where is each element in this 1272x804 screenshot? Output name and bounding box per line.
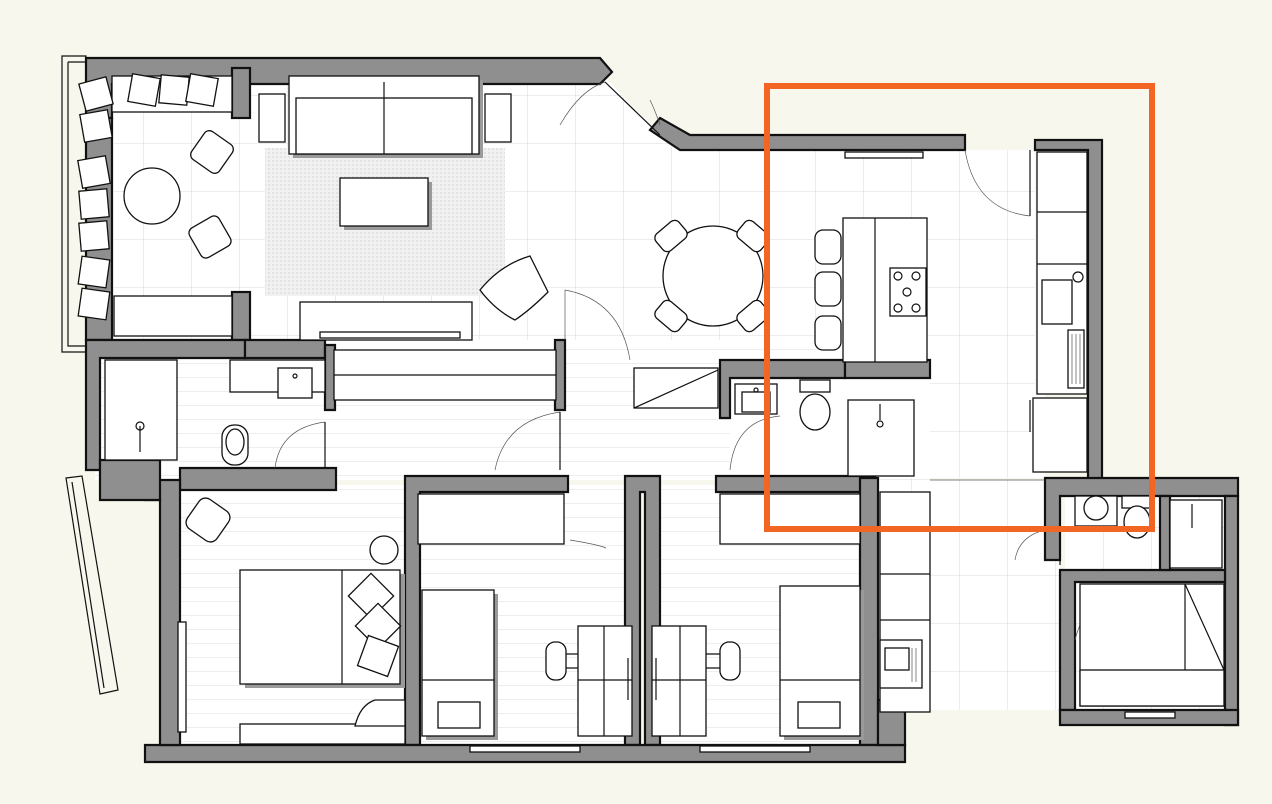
kitchen-door: [964, 149, 1031, 217]
center-bath: [633, 367, 915, 477]
balcony-railing: [61, 55, 119, 695]
master-bedroom: [185, 497, 406, 745]
wardrobe-corridor: [333, 349, 557, 401]
windows: [177, 151, 1176, 753]
highlight-box: [764, 83, 1155, 532]
entry-door: [559, 81, 661, 136]
corridor-doors: [274, 289, 781, 471]
balcony-lounge: [77, 73, 234, 337]
bedroom-3: [627, 493, 864, 740]
dining-table: [654, 219, 770, 333]
bedroom-2: [417, 493, 633, 740]
kitchen-counter: [1029, 151, 1087, 473]
laundry-bath-left: [104, 359, 326, 466]
living-room: [258, 75, 549, 341]
kitchen-island: [814, 217, 928, 363]
